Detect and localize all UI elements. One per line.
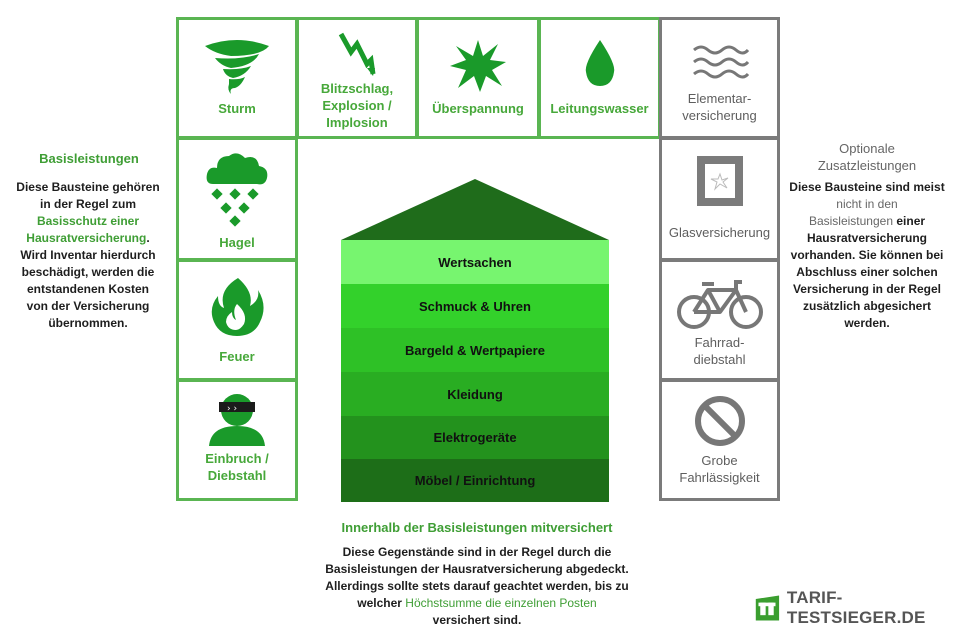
house-band-bargeld: Bargeld & Wertpapiere: [341, 328, 609, 372]
house-band-schmuck: Schmuck & Uhren: [341, 284, 609, 328]
tile-hagel: Hagel: [176, 137, 298, 261]
tile-elementarversicherung: Elementar- versicherung: [659, 17, 780, 139]
tile-blitzschlag: Blitzschlag, Explosion / Implosion: [296, 17, 418, 139]
fire-icon: [179, 276, 295, 338]
tarif-testsieger-logo[interactable]: TARIF-TESTSIEGER.DE: [754, 588, 961, 628]
house-band-wertsachen: Wertsachen: [341, 240, 609, 284]
hail-cloud-icon: [179, 150, 295, 228]
tile-grobe-fahrlaessigkeit: Grobe Fahrlässigkeit: [659, 379, 780, 501]
tile-sturm: Sturm: [176, 17, 298, 139]
tarif-testsieger-logo-icon: [755, 595, 780, 621]
house-band-kleidung: Kleidung: [341, 372, 609, 416]
tile-label: Feuer: [219, 349, 255, 364]
tile-label: Glasversicherung: [668, 225, 771, 240]
house-roof: [341, 179, 609, 240]
tile-label: Grobe Fahrlässigkeit: [679, 453, 760, 485]
tile-label: Hagel: [219, 235, 255, 250]
prohibited-icon: [662, 394, 777, 448]
burglar-icon: › ›: [179, 390, 295, 446]
tile-einbruch: › › Einbruch / Diebstahl: [176, 379, 298, 501]
tile-label: Elementar- versicherung: [682, 91, 757, 123]
tile-leitungswasser: Leitungswasser: [538, 17, 661, 139]
tile-label: Leitungswasser: [550, 101, 649, 116]
lightning-icon: [299, 30, 415, 76]
waves-icon: [662, 44, 777, 80]
bicycle-icon: [662, 276, 777, 330]
tile-label: Einbruch / Diebstahl: [205, 451, 269, 483]
svg-text:› ›: › ›: [227, 404, 237, 414]
tile-glasversicherung: Glasversicherung: [659, 137, 780, 261]
tile-label: Sturm: [218, 101, 256, 116]
broken-glass-icon: [662, 154, 777, 208]
logo-text: TARIF-TESTSIEGER.DE: [786, 588, 926, 627]
zusatzleistungen-description: Diese Bausteine sind meist nicht in den …: [789, 180, 945, 330]
tile-fahrraddiebstahl: Fahrrad- diebstahl: [659, 259, 780, 381]
tile-ueberspannung: Überspannung: [416, 17, 540, 139]
mitversichert-description: Diese Gegenstände sind in der Regel durc…: [325, 545, 629, 627]
tile-feuer: Feuer: [176, 259, 298, 381]
tile-label: Überspannung: [432, 101, 524, 116]
mitversichert-title: Innerhalb der Basisleistungen mitversich…: [341, 520, 613, 535]
house-band-moebel: Möbel / Einrichtung: [341, 459, 609, 502]
spark-burst-icon: [419, 38, 537, 94]
tornado-icon: [179, 36, 295, 98]
water-drop-icon: [541, 38, 658, 88]
tile-label: Blitzschlag, Explosion / Implosion: [320, 81, 394, 130]
zusatzleistungen-title: Optionale Zusatzleistungen: [817, 141, 917, 173]
house-band-elektrogeraete: Elektrogeräte: [341, 416, 609, 459]
basisleistungen-description: Diese Bausteine gehören in der Regel zum…: [16, 180, 160, 330]
basisleistungen-title: Basisleistungen: [39, 151, 139, 166]
tile-label: Fahrrad- diebstahl: [693, 335, 746, 367]
